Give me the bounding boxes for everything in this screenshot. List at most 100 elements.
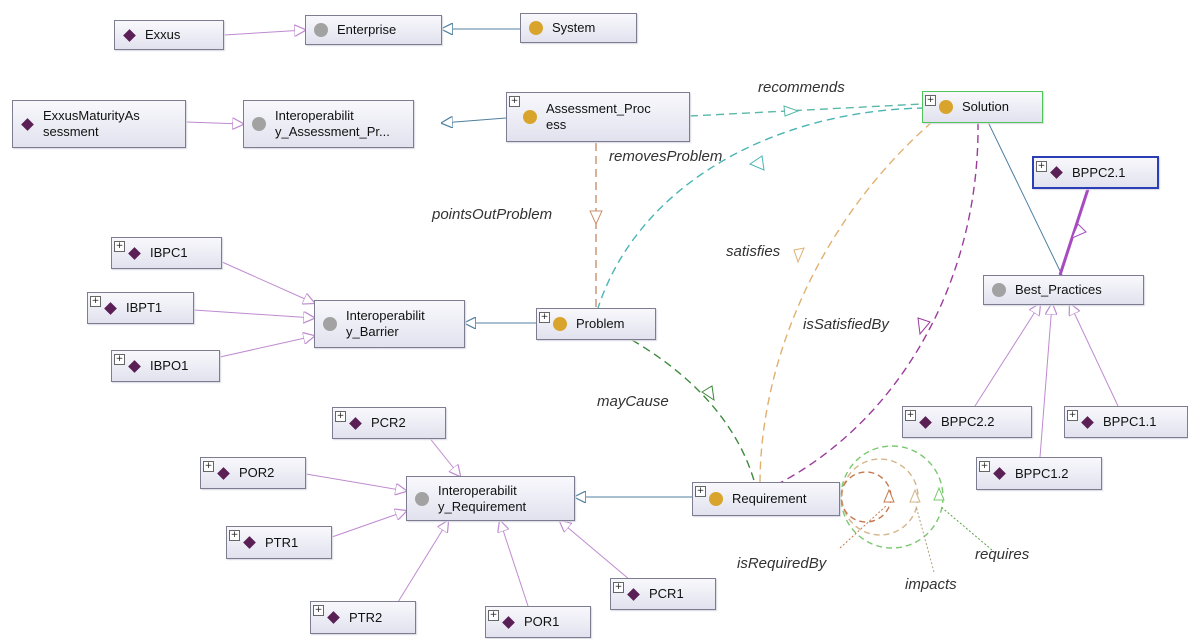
satisfies-arrowhead (793, 247, 805, 264)
node-label: Assessment_Proc ess (546, 101, 651, 132)
node-pcr1[interactable]: + PCR1 (610, 578, 716, 610)
node-requirement[interactable]: + Requirement (692, 482, 840, 516)
expand-icon[interactable]: + (114, 241, 125, 252)
node-label: System (552, 20, 596, 35)
individual-diamond-icon (128, 359, 141, 373)
node-label: Requirement (732, 491, 807, 506)
node-ptr2[interactable]: + PTR2 (310, 601, 416, 634)
node-label: PCR2 (371, 415, 406, 430)
node-bppc2-1[interactable]: + BPPC2.1 (1032, 156, 1159, 189)
individual-diamond-icon (349, 416, 362, 430)
class-gold-circle-icon (709, 492, 723, 506)
node-label: BPPC2.2 (941, 414, 995, 429)
edge-satisfies (759, 121, 933, 485)
node-label: Interoperabilit y_Assessment_Pr... (275, 108, 390, 139)
node-solution[interactable]: + Solution (922, 91, 1043, 123)
expand-icon[interactable]: + (203, 461, 214, 472)
node-interoperability-requirement[interactable]: Interoperabilit y_Requirement (406, 476, 575, 521)
node-label: Enterprise (337, 22, 397, 37)
expand-icon[interactable]: + (979, 461, 990, 472)
node-label: BPPC2.1 (1072, 164, 1126, 180)
node-label: BPPC1.1 (1103, 414, 1157, 429)
requires-leader (939, 505, 993, 551)
expand-icon[interactable]: + (925, 95, 936, 106)
impacts-arrowhead (909, 488, 921, 503)
node-system[interactable]: System (520, 13, 637, 43)
class-gray-circle-icon (252, 117, 266, 131)
node-exxus-maturity-assessment[interactable]: ExxusMaturityAs sessment (12, 100, 186, 148)
node-problem[interactable]: + Problem (536, 308, 656, 340)
edge-label-is-satisfied-by: isSatisfiedBy (803, 316, 889, 333)
node-ptr1[interactable]: + PTR1 (226, 526, 332, 559)
node-label: Problem (576, 316, 625, 331)
expand-icon[interactable]: + (90, 296, 101, 307)
class-gold-circle-icon (939, 100, 953, 114)
class-gold-circle-icon (523, 110, 537, 124)
edge-exxus-enterprise (223, 30, 305, 35)
individual-diamond-icon (123, 28, 136, 42)
impacts-leader (915, 505, 935, 573)
edge-bppc12-best-practices (1039, 304, 1052, 458)
expand-icon[interactable]: + (695, 486, 706, 497)
node-label: POR2 (239, 465, 275, 480)
node-label: IBPO1 (150, 358, 189, 373)
node-por1[interactable]: + POR1 (485, 606, 591, 638)
expand-icon[interactable]: + (613, 582, 624, 593)
expand-icon[interactable]: + (539, 312, 550, 323)
edge-ibpt1-barrier (193, 309, 314, 318)
edge-bppc21-arrowhead (1071, 223, 1087, 239)
node-assessment-process[interactable]: + Assessment_Proc ess (506, 92, 690, 142)
edge-bppc11-best-practices (1070, 304, 1119, 407)
node-bppc1-1[interactable]: + BPPC1.1 (1064, 406, 1188, 438)
edge-removes-problem (597, 107, 926, 309)
edge-pcr1-interop-req (560, 521, 631, 581)
removes-problem-arrowhead (748, 155, 765, 171)
edge-bppc21-best-practices (1058, 188, 1090, 276)
node-enterprise[interactable]: Enterprise (305, 15, 442, 45)
edge-recommends (689, 103, 923, 117)
annotation-leaders (839, 505, 993, 573)
loop-is-required-by (840, 471, 892, 523)
individual-diamond-icon (627, 587, 640, 601)
class-gray-circle-icon (992, 283, 1006, 297)
expand-icon[interactable]: + (509, 96, 520, 107)
property-arrowheads (589, 105, 945, 503)
expand-icon[interactable]: + (229, 530, 240, 541)
individual-diamond-icon (502, 615, 515, 629)
node-best-practices[interactable]: Best_Practices (983, 275, 1144, 305)
node-ibpo1[interactable]: + IBPO1 (111, 350, 220, 382)
points-out-problem-arrowhead (589, 210, 603, 226)
node-interoperability-assessment-process[interactable]: Interoperabilit y_Assessment_Pr... (243, 100, 414, 148)
edge-best-practices-solution (988, 122, 1063, 276)
node-por2[interactable]: + POR2 (200, 457, 306, 489)
expand-icon[interactable]: + (1067, 410, 1078, 421)
expand-icon[interactable]: + (313, 605, 324, 616)
individual-diamond-icon (1050, 166, 1063, 179)
requires-arrowhead (933, 486, 945, 501)
node-interoperability-barrier[interactable]: Interoperabilit y_Barrier (314, 300, 465, 348)
node-ibpt1[interactable]: + IBPT1 (87, 292, 194, 324)
node-bppc1-2[interactable]: + BPPC1.2 (976, 457, 1102, 490)
node-label: POR1 (524, 614, 560, 629)
node-label: PTR1 (265, 534, 299, 550)
node-pcr2[interactable]: + PCR2 (332, 407, 446, 439)
expand-icon[interactable]: + (335, 411, 346, 422)
individual-diamond-icon (327, 611, 340, 624)
expand-icon[interactable]: + (488, 610, 499, 621)
class-gold-circle-icon (553, 317, 567, 331)
node-ibpc1[interactable]: + IBPC1 (111, 237, 222, 269)
expand-icon[interactable]: + (1036, 161, 1047, 172)
edge-label-removes-problem: removesProblem (609, 148, 723, 165)
expand-icon[interactable]: + (114, 354, 125, 365)
edge-maturity-interop-assessment (185, 122, 243, 124)
node-bppc2-2[interactable]: + BPPC2.2 (902, 406, 1032, 438)
edge-interop-assessment-process (442, 118, 507, 123)
loop-impacts (841, 458, 919, 536)
edge-label-is-required-by: isRequiredBy (737, 555, 827, 572)
subclass-edges (442, 29, 1063, 497)
node-exxus[interactable]: Exxus (114, 20, 224, 50)
is-required-by-arrowhead (883, 488, 895, 503)
edge-may-cause (631, 339, 756, 485)
expand-icon[interactable]: + (905, 410, 916, 421)
